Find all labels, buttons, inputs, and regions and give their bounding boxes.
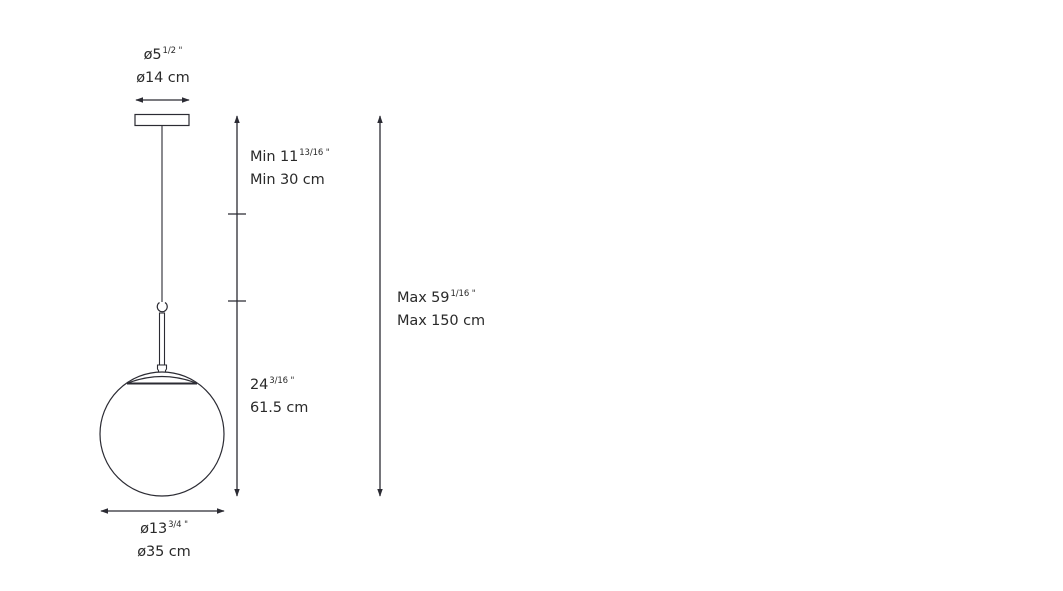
globe-top-cap — [127, 375, 197, 384]
min-drop-imperial: Min 1113/16 " — [250, 148, 330, 165]
globe-diameter-label: ø133/4 " ø35 cm — [122, 519, 206, 563]
stem-rod — [158, 312, 166, 366]
canopy-diameter-imperial: ø51/2 " — [143, 46, 183, 63]
max-height-label: Max 591/16 " Max 150 cm — [397, 288, 485, 332]
hook-loop — [156, 301, 168, 313]
glass-globe — [99, 371, 225, 497]
canopy-diameter-label: ø51/2 " ø14 cm — [126, 45, 200, 89]
max-height-metric: Max 150 cm — [397, 313, 485, 329]
max-height-imperial: Max 591/16 " — [397, 289, 476, 306]
fixture-height-label: 243/16 " 61.5 cm — [250, 375, 308, 419]
canopy-diameter-metric: ø14 cm — [136, 70, 190, 86]
min-drop-metric: Min 30 cm — [250, 172, 325, 188]
min-drop-label: Min 1113/16 " Min 30 cm — [250, 147, 330, 191]
globe-diameter-imperial: ø133/4 " — [140, 520, 188, 537]
fixture-height-imperial: 243/16 " — [250, 376, 295, 393]
fixture-height-metric: 61.5 cm — [250, 400, 309, 416]
canopy — [134, 113, 190, 127]
globe-diameter-metric: ø35 cm — [137, 544, 191, 560]
